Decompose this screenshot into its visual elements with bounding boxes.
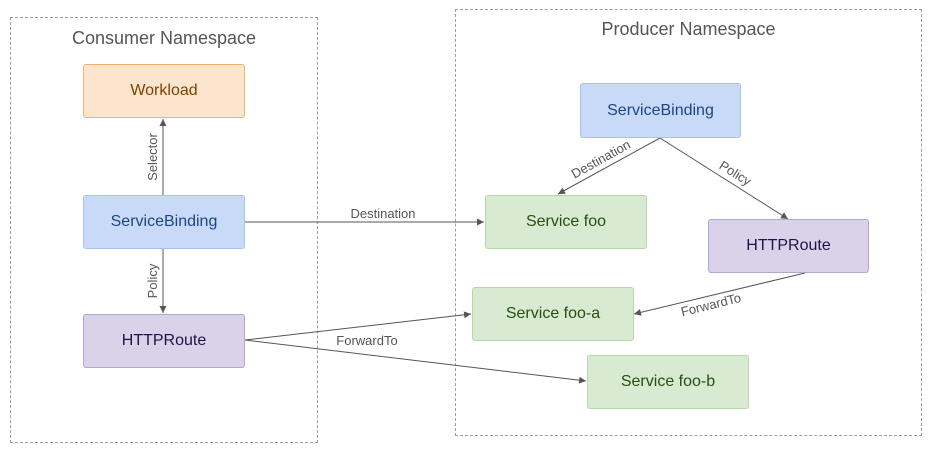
producer-namespace-title: Producer Namespace <box>601 19 776 39</box>
edge-destination-producer <box>557 137 661 195</box>
edge-label-policy-consumer: Policy <box>145 263 160 298</box>
consumer-namespace-title: Consumer Namespace <box>71 28 257 48</box>
service-foo-b-label: Service foo-b <box>620 373 716 390</box>
producer-httproute-label: HTTPRoute <box>746 237 831 254</box>
consumer-servicebinding-label: ServiceBinding <box>110 213 218 230</box>
edge-label-forwardto-consumer: ForwardTo <box>336 333 397 348</box>
service-foo-b-node[interactable]: Service foo-b <box>587 355 749 409</box>
workload-label: Workload <box>130 82 198 99</box>
edge-label-destination-cross: Destination <box>350 206 415 221</box>
edge-label-forwardto-producer: ForwardTo <box>679 290 742 319</box>
consumer-servicebinding-node[interactable]: ServiceBinding <box>83 195 245 249</box>
edge-label-selector: Selector <box>145 132 160 180</box>
producer-servicebinding-label: ServiceBinding <box>607 101 714 119</box>
service-foo-label: Service foo <box>525 213 607 230</box>
service-foo-node[interactable]: Service foo <box>485 195 647 249</box>
service-foo-a-label: Service foo-a <box>505 305 601 322</box>
edge-label-destination-producer: Destination <box>569 137 633 182</box>
producer-servicebinding-node[interactable]: ServiceBinding <box>580 83 741 138</box>
consumer-httproute-node[interactable]: HTTPRoute <box>83 314 245 368</box>
edge-forwardto-producer <box>633 272 806 316</box>
edge-forwardto-foo-b <box>244 339 587 384</box>
consumer-namespace: Consumer Namespace <box>10 17 318 443</box>
producer-httproute-node[interactable]: HTTPRoute <box>708 219 869 273</box>
edge-label-policy-producer: Policy <box>717 158 755 189</box>
workload-node[interactable]: Workload <box>83 64 245 118</box>
service-foo-a-node[interactable]: Service foo-a <box>472 287 634 341</box>
edge-policy-producer <box>659 137 789 220</box>
edge-forwardto-foo-a <box>244 311 472 341</box>
consumer-httproute-label: HTTPRoute <box>121 332 207 349</box>
